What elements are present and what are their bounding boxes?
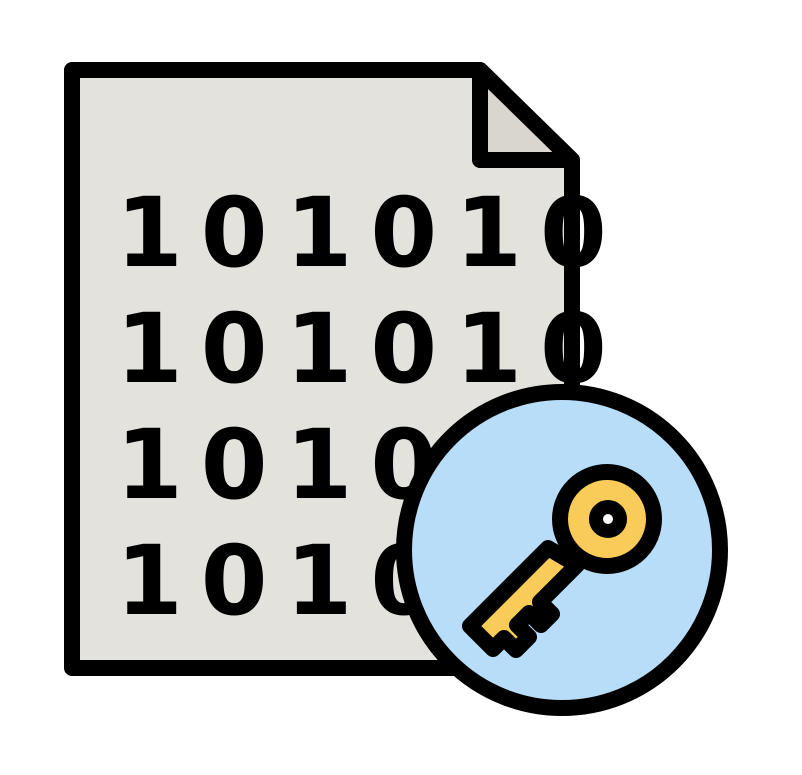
binary-row-1: 101010 <box>116 177 625 289</box>
key-icon <box>462 464 662 658</box>
page-fold-icon <box>472 62 580 168</box>
binary-row-3: 1010 <box>116 409 455 521</box>
key-hole-icon <box>589 500 627 538</box>
key-shaft-icon <box>462 540 585 658</box>
binary-text-group: 101010 101010 1010 1010 <box>116 177 625 637</box>
binary-row-2: 101010 <box>116 293 625 405</box>
binary-row-4: 1010 <box>116 525 455 637</box>
